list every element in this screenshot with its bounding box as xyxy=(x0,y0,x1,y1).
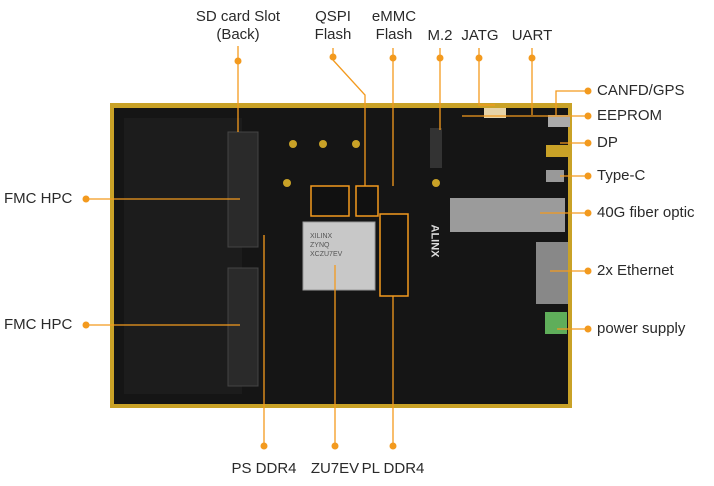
label-zu7ev: ZU7EV xyxy=(310,460,360,477)
label-jatg: JATG xyxy=(461,27,499,44)
label-uart: UART xyxy=(511,27,553,44)
zu7ev-chip xyxy=(302,221,376,291)
fmc-connector-bottom xyxy=(227,267,259,387)
label-sd-card: SD card Slot (Back) xyxy=(176,8,300,44)
sd-card-line1: SD card Slot xyxy=(195,8,281,25)
leader-dots xyxy=(82,53,592,450)
emmc-line1: eMMC xyxy=(371,8,417,25)
label-m2: M.2 xyxy=(427,27,453,44)
chip-line1: XILINX xyxy=(310,233,333,240)
qspi-line1: QSPI xyxy=(315,8,351,25)
board-brand: ALINX xyxy=(428,224,441,258)
chip-marking: XILINX ZYNQ XCZU7EV xyxy=(310,232,342,259)
sd-card-line2: (Back) xyxy=(216,26,260,43)
power-connector xyxy=(545,312,567,334)
fiber-optic-cage xyxy=(450,198,565,232)
label-type-c: Type-C xyxy=(597,167,646,184)
label-pl-ddr4: PL DDR4 xyxy=(361,460,425,477)
label-ethernet: 2x Ethernet xyxy=(597,262,674,279)
label-eeprom: EEPROM xyxy=(597,107,663,124)
chip-line3: XCZU7EV xyxy=(310,251,343,258)
jtag-header xyxy=(484,108,506,118)
label-qspi: QSPI Flash xyxy=(310,8,356,44)
label-ps-ddr4: PS DDR4 xyxy=(231,460,297,477)
pcb-board xyxy=(110,103,572,408)
emmc-line2: Flash xyxy=(375,26,413,43)
label-fiber-optic: 40G fiber optic xyxy=(597,204,695,221)
dp-connector xyxy=(546,145,568,157)
qspi-line2: Flash xyxy=(314,26,352,43)
canfd-connector xyxy=(548,115,570,127)
label-power-supply: power supply xyxy=(597,320,686,337)
label-canfd-gps: CANFD/GPS xyxy=(597,82,685,99)
label-fmc-hpc-bottom: FMC HPC xyxy=(4,316,73,333)
ethernet-jack xyxy=(536,242,568,304)
label-dp: DP xyxy=(597,134,618,151)
chip-line2: ZYNQ xyxy=(310,242,330,249)
leader-lines xyxy=(86,46,588,446)
label-emmc: eMMC Flash xyxy=(366,8,422,44)
label-fmc-hpc-top: FMC HPC xyxy=(4,190,73,207)
fmc-connector-top xyxy=(227,131,259,248)
type-c-connector xyxy=(546,170,564,182)
